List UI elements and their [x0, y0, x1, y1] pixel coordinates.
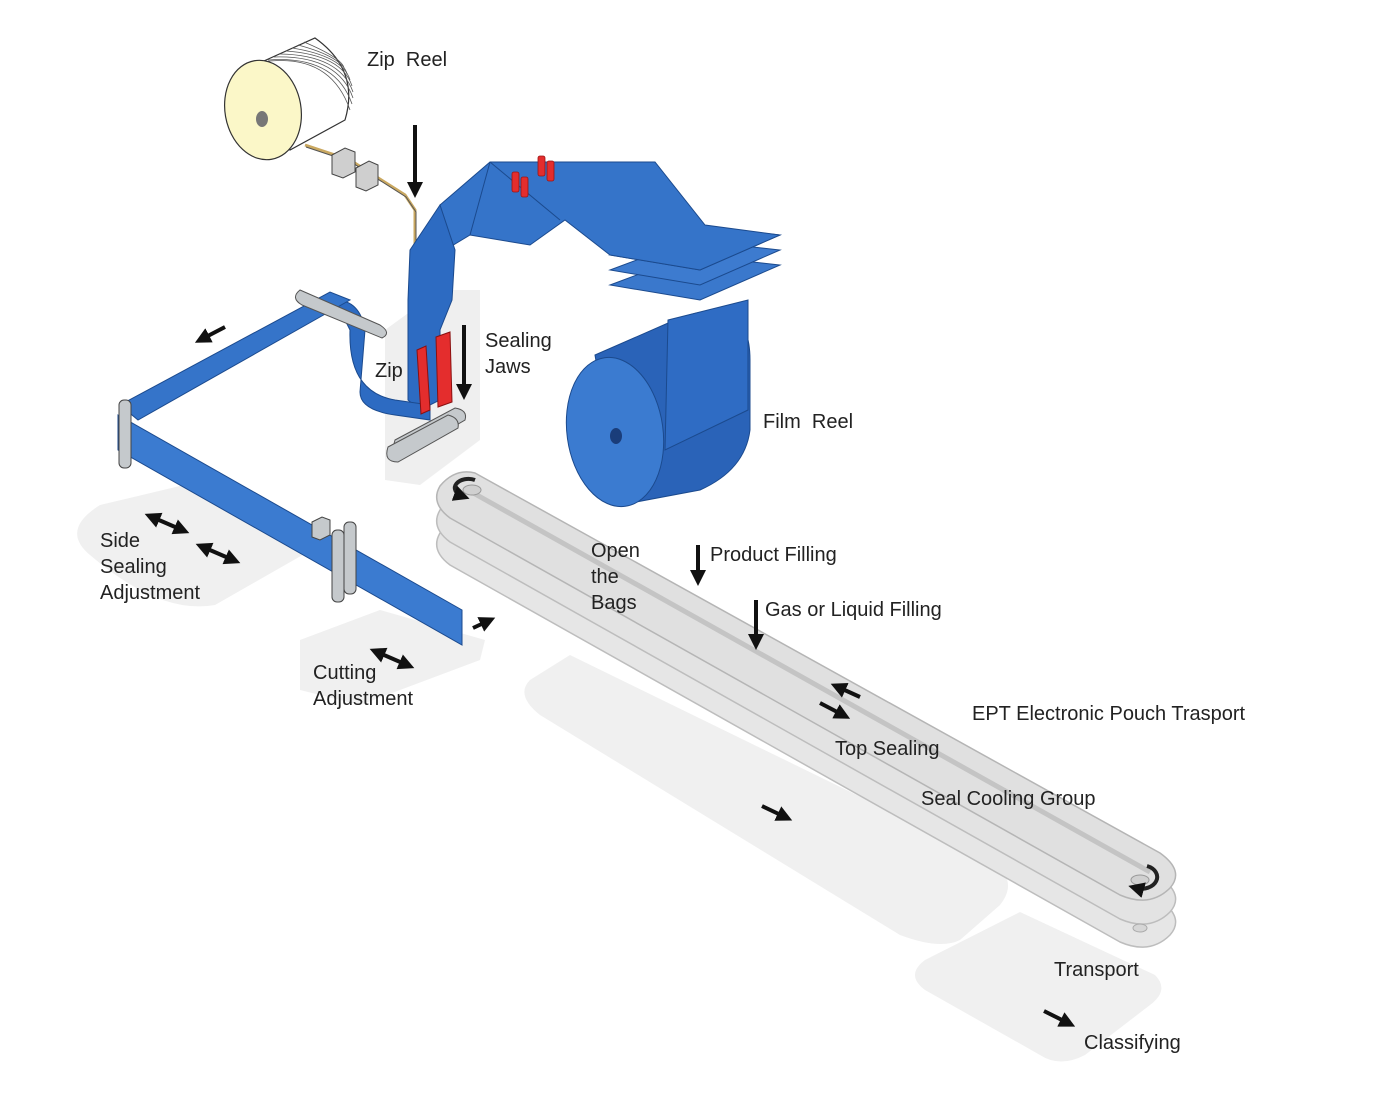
film-loop: [334, 299, 431, 421]
film-path: [117, 155, 782, 646]
sealing-jaw-right: [435, 331, 453, 408]
label-bags: Bags: [591, 592, 637, 614]
side-sealing-double-arrow-2-icon: [195, 542, 241, 565]
label-film-reel: Film Reel: [763, 411, 853, 433]
film-web-up: [664, 299, 749, 451]
label-jaws: Jaws: [485, 356, 531, 378]
label-product-filling: Product Filling: [710, 544, 837, 566]
conveyor-shadow: [524, 655, 1008, 944]
conveyor-layer-1: [435, 471, 1177, 901]
label-zip: Zip: [375, 360, 403, 382]
zip-reel: [223, 37, 417, 262]
web-left-arrow-icon: [194, 325, 226, 343]
zip-reel-windings: [261, 41, 354, 111]
conveyor-groove: [466, 487, 1152, 875]
rotate-arrow-right-icon: [1128, 864, 1160, 898]
sealing-jaw-left: [416, 345, 431, 415]
classifying-arrow-icon: [1043, 1009, 1076, 1027]
label-the: the: [591, 566, 619, 588]
zip-reel-hub: [256, 111, 268, 127]
posts: [118, 399, 357, 603]
label-side: Side: [100, 530, 140, 552]
label-adjustment: Adjustment: [100, 582, 200, 604]
conveyor-pulley-right: [1130, 874, 1150, 886]
rotate-arrow-left-icon: [451, 476, 476, 501]
label-seal-cooling: Seal Cooling Group: [921, 788, 1096, 810]
label-sealing-adj: Sealing: [100, 556, 167, 578]
former-pins: [511, 155, 555, 198]
labels: Zip Reel Sealing Jaws Zip Film Reel Side…: [100, 49, 1246, 1054]
rollers: [295, 289, 466, 463]
label-open: Open: [591, 540, 640, 562]
cutting-double-arrow-icon: [369, 647, 415, 670]
label-ept-bold: EPT: [972, 703, 1011, 725]
label-cutting: Cutting: [313, 662, 376, 684]
zip-guide-blocks: [331, 147, 379, 192]
film-reel-hub: [610, 428, 622, 444]
label-gas-liquid-filling: Gas or Liquid Filling: [765, 599, 942, 621]
conveyor-pulley-left: [462, 484, 482, 496]
film-web-upper: [119, 291, 352, 421]
label-cutting-adjustment: Adjustment: [313, 688, 413, 710]
conveyor-fwd-arrow-icon: [819, 701, 851, 719]
zip-strip: [304, 143, 417, 260]
arrows: [144, 125, 1076, 1027]
transport-shadow: [915, 912, 1162, 1062]
floor-arrow-icon: [761, 804, 793, 821]
side-sealing-double-arrow-1-icon: [144, 512, 190, 535]
label-sealing: Sealing: [485, 330, 552, 352]
label-ept: EPT Electronic Pouch Trasport: [972, 703, 1246, 725]
label-top-sealing: Top Sealing: [835, 738, 940, 760]
label-classifying: Classifying: [1084, 1032, 1181, 1054]
label-zip-reel: Zip Reel: [367, 49, 447, 71]
label-ept-rest: Electronic Pouch Trasport: [1011, 703, 1246, 725]
zip-reel-face: [223, 59, 303, 161]
conveyor-pulley-right-low: [1132, 923, 1148, 933]
ept-conveyor: [435, 471, 1177, 948]
label-transport: Transport: [1054, 959, 1139, 981]
conveyor-back-arrow-icon: [830, 683, 861, 699]
film-former-top: [439, 161, 782, 271]
cutting-out-arrow-icon: [472, 617, 496, 632]
